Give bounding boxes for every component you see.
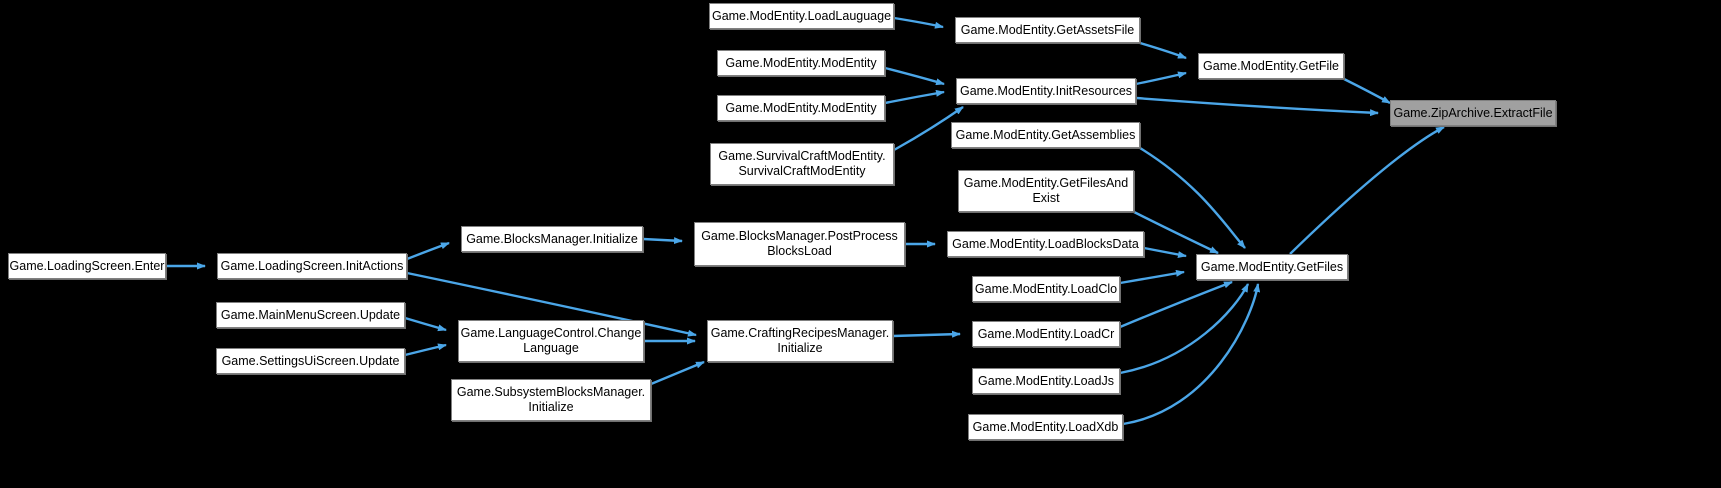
edge-settingsuiscreen_update-to-languagecontrol_change [404, 343, 447, 357]
graph-node-label: Game.ModEntity.LoadJs [978, 373, 1114, 388]
graph-node-modentity_loadclo[interactable]: Game.ModEntity.LoadClo [972, 276, 1120, 302]
graph-node-label: Game.ModEntity.InitResources [959, 83, 1133, 98]
graph-node-label: Game.LoadingScreen.Enter [9, 258, 165, 273]
graph-node-label: Game.BlocksManager.Initialize [466, 231, 638, 246]
edge-modentity_initresources-to-ziparchive_extractfile [1135, 96, 1379, 117]
graph-node-label: Game.LanguageControl.Change Language [460, 326, 642, 355]
edge-modentity_getfilesandexist-to-modentity_getfiles [1133, 210, 1219, 255]
graph-node-label: Game.ModEntity.LoadClo [974, 281, 1118, 296]
graph-node-subsystemblocks_initialize[interactable]: Game.SubsystemBlocksManager. Initialize [451, 379, 651, 421]
edge-modentity_loadlauguage-to-modentity_getassetsfile [893, 16, 944, 29]
edge-modentity_getassemblies-to-modentity_getfiles [1139, 146, 1246, 249]
graph-node-modentity_loadlauguage[interactable]: Game.ModEntity.LoadLauguage [709, 3, 894, 29]
graph-node-label: Game.SettingsUiScreen.Update [221, 353, 400, 368]
edge-subsystemblocks_initialize-to-craftingrecipes_initialize [650, 360, 705, 386]
edge-modentity_loadcr-to-modentity_getfiles [1119, 280, 1233, 329]
graph-node-ziparchive_extractfile[interactable]: Game.ZipArchive.ExtractFile [1390, 100, 1556, 126]
graph-node-label: Game.CraftingRecipesManager. Initialize [710, 326, 890, 355]
graph-node-label: Game.ModEntity.GetFile [1203, 58, 1339, 73]
graph-node-label: Game.ModEntity.LoadBlocksData [952, 236, 1139, 251]
graph-node-label: Game.ModEntity.LoadCr [977, 326, 1115, 341]
graph-node-label: Game.BlocksManager.PostProcess BlocksLoa… [701, 229, 898, 258]
graph-node-modentity_modentity_1[interactable]: Game.ModEntity.ModEntity [717, 50, 885, 76]
edge-modentity_modentity_2-to-modentity_initresources [884, 89, 945, 105]
graph-node-label: Game.ZipArchive.ExtractFile [1393, 105, 1553, 120]
graph-node-modentity_getassetsfile[interactable]: Game.ModEntity.GetAssetsFile [955, 17, 1140, 43]
graph-node-blocksmanager_postprocess[interactable]: Game.BlocksManager.PostProcess BlocksLoa… [694, 222, 905, 266]
graph-node-modentity_getfiles[interactable]: Game.ModEntity.GetFiles [1196, 254, 1348, 280]
graph-node-craftingrecipes_initialize[interactable]: Game.CraftingRecipesManager. Initialize [707, 320, 893, 362]
edge-modentity_initresources-to-modentity_getfile [1135, 71, 1187, 86]
edge-modentity_loadjs-to-modentity_getfiles [1119, 283, 1250, 375]
edge-blocksmanager_initialize-to-blocksmanager_postprocess [642, 237, 683, 245]
graph-node-modentity_modentity_2[interactable]: Game.ModEntity.ModEntity [717, 95, 885, 121]
graph-node-label: Game.ModEntity.ModEntity [725, 55, 877, 70]
graph-node-modentity_loadxdb[interactable]: Game.ModEntity.LoadXdb [968, 414, 1123, 440]
edge-modentity_getfile-to-ziparchive_extractfile [1343, 77, 1391, 105]
graph-node-label: Game.ModEntity.GetAssetsFile [960, 22, 1135, 37]
edge-modentity_loadblocksdata-to-modentity_getfiles [1143, 246, 1187, 258]
graph-node-label: Game.ModEntity.LoadXdb [972, 419, 1119, 434]
graph-node-loadingscreen_enter[interactable]: Game.LoadingScreen.Enter [8, 253, 166, 279]
edge-mainmenuscreen_update-to-languagecontrol_change [404, 316, 447, 332]
graph-node-label: Game.SurvivalCraftModEntity. SurvivalCra… [718, 149, 886, 178]
graph-node-label: Game.ModEntity.GetAssemblies [955, 127, 1136, 142]
graph-node-loadingscreen_initactions[interactable]: Game.LoadingScreen.InitActions [217, 253, 407, 279]
graph-node-label: Game.ModEntity.LoadLauguage [711, 8, 892, 23]
graph-node-languagecontrol_change[interactable]: Game.LanguageControl.Change Language [458, 320, 644, 362]
graph-node-settingsuiscreen_update[interactable]: Game.SettingsUiScreen.Update [216, 348, 405, 374]
graph-node-modentity_initresources[interactable]: Game.ModEntity.InitResources [956, 78, 1136, 104]
graph-node-modentity_getfilesandexist[interactable]: Game.ModEntity.GetFilesAnd Exist [958, 170, 1134, 212]
edge-loadingscreen_initactions-to-blocksmanager_initialize [406, 241, 450, 261]
graph-node-mainmenuscreen_update[interactable]: Game.MainMenuScreen.Update [216, 302, 405, 328]
edge-modentity_loadclo-to-modentity_getfiles [1119, 269, 1185, 285]
edge-modentity_modentity_1-to-modentity_initresources [884, 66, 945, 86]
graph-node-label: Game.ModEntity.GetFiles [1200, 259, 1344, 274]
edge-modentity_getfiles-to-ziparchive_extractfile [1289, 125, 1445, 255]
graph-node-modentity_loadcr[interactable]: Game.ModEntity.LoadCr [972, 321, 1120, 347]
graph-node-label: Game.LoadingScreen.InitActions [220, 258, 404, 273]
graph-node-survivalcraft_modentity[interactable]: Game.SurvivalCraftModEntity. SurvivalCra… [710, 143, 894, 185]
graph-node-modentity_loadjs[interactable]: Game.ModEntity.LoadJs [972, 368, 1120, 394]
graph-node-modentity_getfile[interactable]: Game.ModEntity.GetFile [1198, 53, 1344, 79]
edge-craftingrecipes_initialize-to-modentity_loadcr [892, 330, 961, 338]
graph-node-modentity_loadblocksdata[interactable]: Game.ModEntity.LoadBlocksData [947, 231, 1144, 257]
graph-node-label: Game.MainMenuScreen.Update [220, 307, 401, 322]
graph-node-modentity_getassemblies[interactable]: Game.ModEntity.GetAssemblies [951, 122, 1140, 148]
edge-modentity_getassetsfile-to-modentity_getfile [1139, 41, 1187, 60]
graph-node-label: Game.ModEntity.ModEntity [725, 100, 877, 115]
graph-node-label: Game.SubsystemBlocksManager. Initialize [456, 385, 646, 414]
graph-node-blocksmanager_initialize[interactable]: Game.BlocksManager.Initialize [461, 226, 643, 252]
graph-node-label: Game.ModEntity.GetFilesAnd Exist [963, 176, 1129, 205]
edge-modentity_loadxdb-to-modentity_getfiles [1122, 283, 1261, 426]
